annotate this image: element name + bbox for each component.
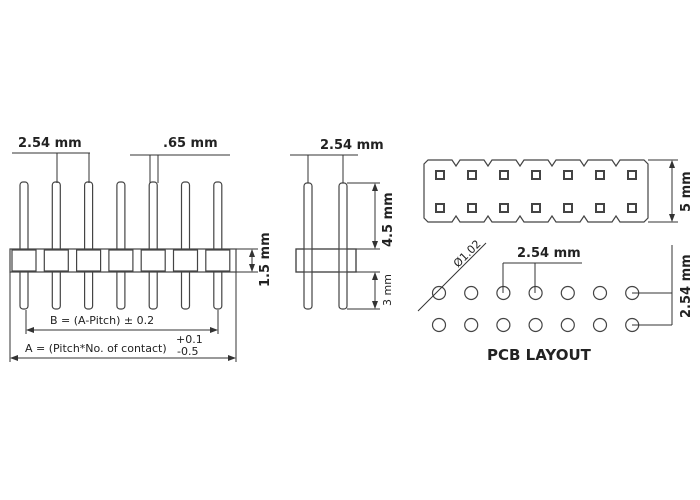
front-pitch-label: 2.54 mm <box>18 136 82 151</box>
pin-square <box>595 170 605 180</box>
pin-square <box>467 203 477 213</box>
side-pin <box>338 182 348 310</box>
diameter-leader-line <box>417 242 487 312</box>
pcb-hole <box>431 317 447 333</box>
pin-square <box>435 203 445 213</box>
row-pitch-label: 2.54 mm <box>679 254 694 318</box>
hole-diameter-label: Ø1.02 <box>451 237 484 270</box>
side-housing-outline <box>295 248 357 273</box>
housing-outline <box>9 248 237 273</box>
housing-width-label: 5 mm <box>679 171 694 212</box>
housing-segment <box>43 249 69 272</box>
housing-segment <box>75 249 102 272</box>
a-tolerance-plus: +0.1 <box>176 333 203 346</box>
pcb-hole <box>496 317 511 333</box>
side-view: 2.54 mm 4.5 mm 3 mm <box>290 138 396 310</box>
housing-segment <box>140 249 166 272</box>
pcb-hole <box>464 317 479 333</box>
pin-square <box>563 170 573 180</box>
housing-height-label: 1.5 mm <box>258 232 273 287</box>
pcb-hole <box>560 317 575 333</box>
pin <box>180 181 191 310</box>
front-dimensions: 2.54 mm .65 mm 1.5 mm B = (A-Pitch) ± 0.… <box>9 136 273 362</box>
pcb-layout-title: PCB LAYOUT <box>487 346 592 364</box>
hole-pitch-label: 2.54 mm <box>517 246 581 261</box>
a-formula-label: A = (Pitch*No. of contact) <box>25 342 167 355</box>
pin-square <box>467 170 477 180</box>
pin-width-label: .65 mm <box>163 136 218 151</box>
lower-length-label: 3 mm <box>381 274 394 306</box>
pcb-hole <box>464 285 479 301</box>
pin <box>148 181 158 310</box>
pcb-hole <box>431 285 447 301</box>
front-view <box>9 181 237 310</box>
b-formula-label: B = (A-Pitch) ± 0.2 <box>50 314 154 327</box>
pin <box>116 181 126 310</box>
pin-square <box>499 203 509 213</box>
pin-square <box>563 203 573 213</box>
pcb-hole <box>592 317 608 333</box>
pcb-layout: Ø1.02 2.54 mm 2.54 mm PCB LAYOUT <box>417 237 694 364</box>
pcb-hole <box>560 285 575 301</box>
upper-length-label: 4.5 mm <box>381 192 396 247</box>
housing-top-view: 5 mm <box>423 159 694 223</box>
pin-square <box>627 203 637 213</box>
pin-square <box>499 170 509 180</box>
pin-square <box>595 203 605 213</box>
pin-square <box>627 170 637 180</box>
side-pin <box>303 182 313 310</box>
pcb-hole <box>528 317 543 333</box>
housing-segment <box>11 249 37 272</box>
pin <box>19 181 29 310</box>
pin-square <box>531 170 541 180</box>
housing-segment <box>205 249 231 272</box>
pin <box>51 181 61 310</box>
pin-square <box>435 170 445 180</box>
housing-outline <box>423 159 649 223</box>
housing-segment <box>172 249 199 272</box>
housing-segment <box>108 249 134 272</box>
a-tolerance-minus: -0.5 <box>177 345 198 358</box>
pin <box>83 181 94 310</box>
pin-square <box>531 203 541 213</box>
pcb-hole <box>528 285 543 301</box>
pcb-hole <box>592 285 608 301</box>
pin <box>213 181 223 310</box>
side-pitch-label: 2.54 mm <box>320 138 384 153</box>
